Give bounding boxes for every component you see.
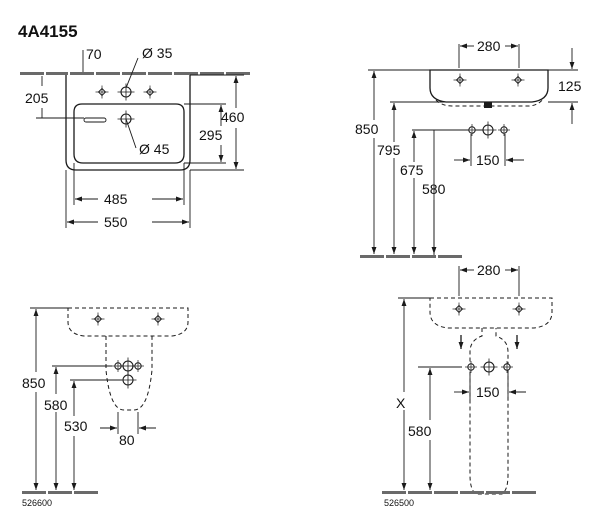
dim-150: 150: [476, 152, 500, 168]
dim-295: 295: [199, 127, 223, 143]
basin-side-outline: [429, 69, 549, 103]
dim-125: 125: [558, 78, 582, 94]
basin-outline: [65, 75, 191, 171]
basin-dashed-outline: [429, 297, 553, 329]
dim-850: 850: [355, 121, 379, 137]
dim-280-pedestal: 280: [477, 262, 501, 278]
front-view: Ø 35 Ø 45 70 205 460 295 485 550: [20, 45, 250, 230]
dim-675: 675: [400, 162, 424, 178]
semi-pedestal-view: 80 850 580 530 526600: [22, 307, 189, 508]
dim-795: 795: [377, 142, 401, 158]
floor-strip: [360, 255, 462, 258]
semi-pedestal-outline: [105, 336, 153, 411]
dim-80: 80: [119, 432, 135, 448]
wall-strip: [20, 72, 250, 75]
article-number-semi-pedestal: 526600: [22, 498, 52, 508]
dim-x: X: [396, 395, 406, 411]
floor-strip: [22, 491, 98, 494]
dim-485: 485: [104, 191, 128, 207]
dim-550: 550: [104, 214, 128, 230]
pedestal-view: 280 150 X 580 526: [382, 262, 553, 508]
basin-dashed-outline: [67, 307, 189, 337]
dim-530: 530: [64, 418, 88, 434]
article-number-pedestal: 526500: [384, 498, 414, 508]
dim-580-semi: 580: [44, 397, 68, 413]
dim-850-semi: 850: [22, 375, 46, 391]
dim-tap-hole-diameter: Ø 35: [142, 45, 173, 61]
side-view: 280 125 150 850 795 675 580: [355, 38, 582, 258]
product-number: 4A4155: [18, 22, 78, 41]
floor-strip: [382, 491, 536, 494]
dim-580-side: 580: [422, 181, 446, 197]
dim-waste-diameter: Ø 45: [139, 141, 170, 157]
bowl-outline: [73, 103, 185, 164]
dim-70: 70: [86, 46, 102, 62]
dim-150-pedestal: 150: [476, 384, 500, 400]
dim-460: 460: [221, 109, 245, 125]
pedestal-outline: [469, 328, 509, 495]
dim-580-pedestal: 580: [408, 423, 432, 439]
dim-205: 205: [25, 90, 49, 106]
dim-280: 280: [477, 38, 501, 54]
